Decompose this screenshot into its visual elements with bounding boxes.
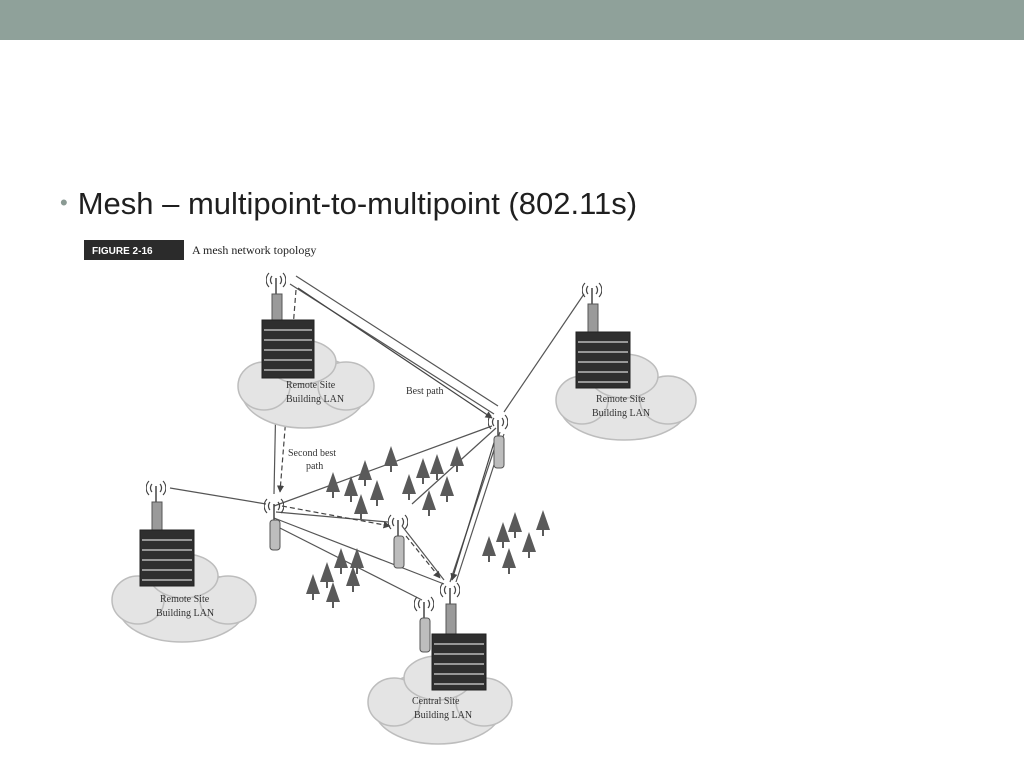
figure-tag-box bbox=[84, 240, 184, 260]
second-best-path-label-1: Second best bbox=[288, 448, 336, 459]
site-label-central-2: Building LAN bbox=[414, 710, 472, 721]
second-best-path-label-2: path bbox=[306, 461, 323, 472]
mesh-links bbox=[169, 275, 585, 601]
building-left bbox=[139, 480, 195, 587]
mesh-topology-figure: FIGURE 2-16 A mesh network topology bbox=[84, 236, 724, 756]
relay-antenna-middle bbox=[388, 514, 408, 569]
building-top-left bbox=[261, 272, 315, 379]
relay-antenna-left bbox=[264, 498, 284, 551]
figure-tag: FIGURE 2-16 bbox=[92, 246, 153, 257]
bullet-line: • Mesh – multipoint-to-multipoint (802.11… bbox=[60, 186, 637, 222]
site-label-top-left-2: Building LAN bbox=[286, 394, 344, 405]
site-label-left-2: Building LAN bbox=[156, 608, 214, 619]
site-label-central-1: Central Site bbox=[412, 696, 460, 707]
building-right bbox=[575, 282, 631, 389]
relay-antenna-right bbox=[488, 414, 508, 469]
site-label-right-2: Building LAN bbox=[592, 408, 650, 419]
bullet-marker: • bbox=[60, 190, 68, 215]
site-label-right-1: Remote Site bbox=[596, 394, 646, 405]
tree-cluster-right bbox=[482, 510, 550, 574]
tree-cluster-lower-left bbox=[306, 548, 364, 608]
figure-caption: A mesh network topology bbox=[192, 243, 316, 257]
best-path-label: Best path bbox=[406, 386, 444, 397]
tree-cluster-center bbox=[326, 446, 464, 520]
slide-title: Mesh – multipoint-to-multipoint (802.11s… bbox=[77, 186, 638, 221]
relay-antenna-lower bbox=[414, 596, 434, 653]
cloud-left bbox=[111, 553, 257, 643]
building-central bbox=[431, 582, 487, 691]
site-label-top-left-1: Remote Site bbox=[286, 380, 336, 391]
top-bar bbox=[0, 0, 1024, 40]
site-label-left-1: Remote Site bbox=[160, 594, 210, 605]
